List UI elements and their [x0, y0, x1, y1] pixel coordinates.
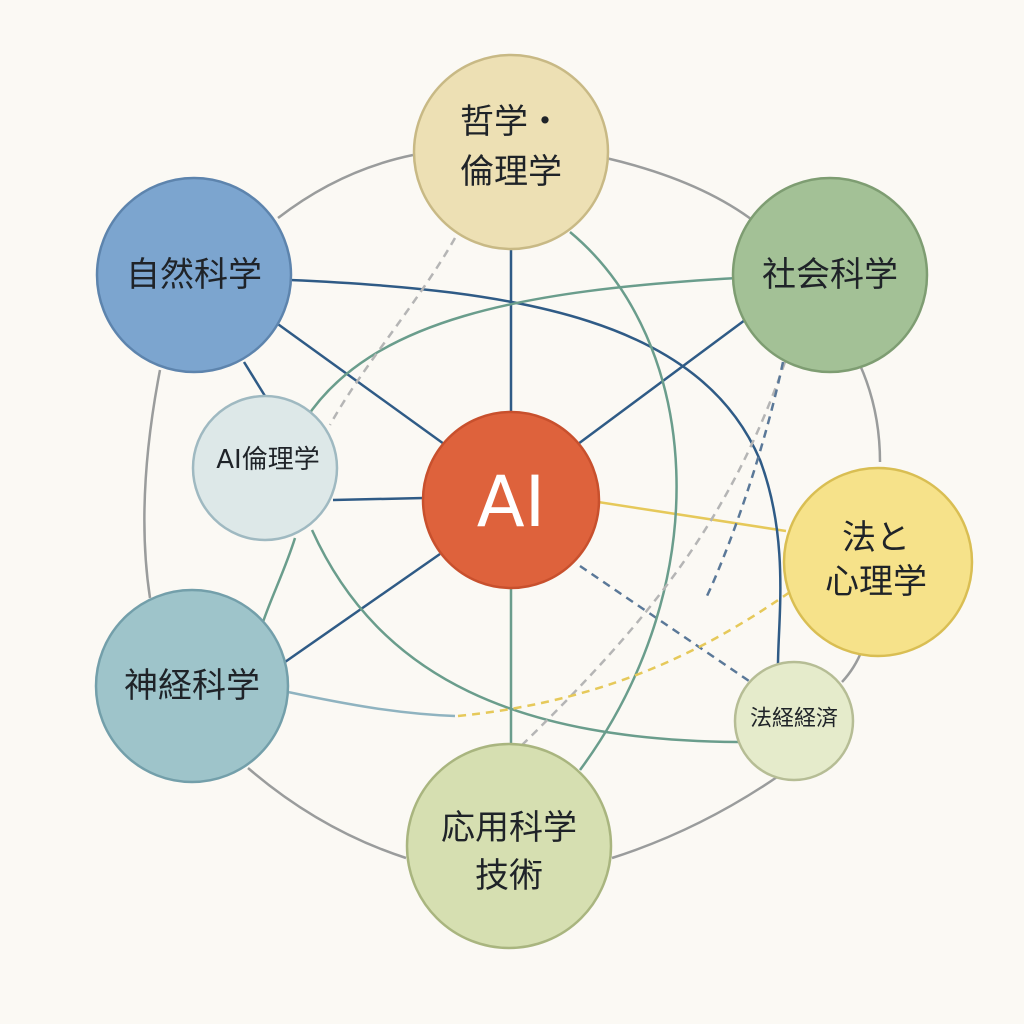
dashed-philosophy-ethics — [328, 237, 457, 426]
node-neuroscience[interactable]: 神経科学 — [94, 588, 290, 784]
node-law-psychology-line1: 法と — [842, 518, 910, 558]
node-applied-science-line2: 技術 — [475, 856, 543, 896]
node-ai-center-label: AI — [477, 461, 546, 543]
curve-natural-economics — [289, 278, 782, 666]
node-philosophy-line1: 哲学・ — [460, 102, 562, 142]
spoke-ai-neuro — [284, 552, 441, 664]
ring-segment-economics-applied — [611, 773, 781, 860]
spoke-ai-natural — [274, 320, 445, 446]
ring-segment-applied-neuro — [247, 767, 407, 860]
node-ai-ethics[interactable]: AI倫理学 — [191, 394, 339, 542]
curve-ethics-social — [303, 276, 739, 421]
spoke-ai-social — [577, 318, 746, 446]
ring-segment-natural-philosophy — [277, 153, 414, 219]
link-natural-ethics — [242, 361, 267, 397]
connections — [242, 231, 791, 771]
node-philosophy-line2: 倫理学 — [460, 152, 562, 192]
spoke-ai-economics-dashed — [579, 564, 753, 685]
ring-segment-philosophy-social — [605, 156, 756, 223]
node-philosophy-ethics[interactable]: 哲学・ 倫理学 — [412, 53, 610, 251]
node-ai-center[interactable]: AI — [421, 410, 601, 590]
node-law-psychology-line2: 心理学 — [825, 562, 927, 602]
curve-ethics-neuro — [260, 537, 297, 626]
node-applied-science-line1: 応用科学 — [441, 808, 577, 848]
node-natural-science-label: 自然科学 — [126, 255, 262, 295]
curve-philosophy-applied — [569, 231, 678, 771]
node-law-economics[interactable]: 法経経済 — [733, 660, 855, 782]
node-law-economics-label: 法経経済 — [750, 707, 838, 732]
node-social-science-label: 社会科学 — [762, 255, 898, 295]
dashed-neuro-law-yellow — [457, 590, 791, 718]
node-applied-science[interactable]: 応用科学 技術 — [405, 742, 613, 950]
ring-segment-neuro-natural — [143, 369, 162, 599]
node-natural-science[interactable]: 自然科学 — [95, 176, 293, 374]
curve-neuro-lawecon-solid — [287, 690, 456, 718]
node-law-psychology[interactable]: 法と 心理学 — [782, 466, 974, 658]
node-social-science[interactable]: 社会科学 — [731, 176, 929, 374]
spoke-ai-law — [597, 500, 787, 533]
curve-ethics-economics — [310, 529, 739, 744]
node-ai-ethics-label: AI倫理学 — [216, 445, 319, 475]
spoke-ai-ethics — [332, 496, 425, 502]
dashed-social-economics-blue — [703, 361, 785, 601]
nodes: 哲学・ 倫理学 自然科学 社会科学 AI倫理学 法と 心理学 神経科学 — [94, 53, 974, 950]
ring-segment-social-law — [858, 364, 882, 463]
outer-ring — [143, 153, 882, 860]
node-neuroscience-label: 神経科学 — [124, 666, 260, 706]
